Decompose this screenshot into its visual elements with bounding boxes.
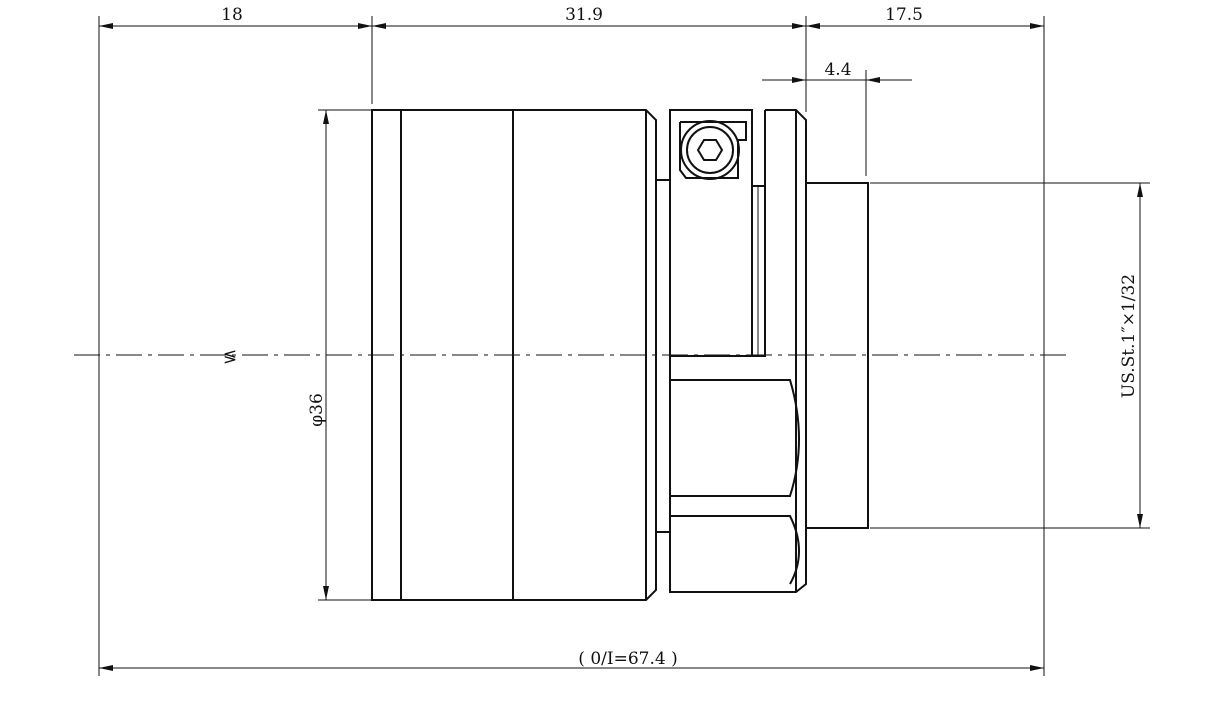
clamp-ring [669,109,807,593]
dim-flange-offset: 4.4 [824,60,851,80]
dim-overall-length: ( 0/I=67.4 ) [578,649,677,669]
dim-diameter: φ36 [307,393,327,427]
dim-middle-length: 31.9 [565,5,603,25]
lens-barrel [371,109,670,601]
dim-right-length: 17.5 [885,5,923,25]
dim-left-length: 18 [221,5,243,25]
extension-lines [98,16,1150,676]
break-symbol: ≶ [223,347,237,367]
socket-screw-icon [680,120,740,180]
mount-flange [751,109,807,592]
dim-thread: US.St.1″×1/32 [1119,274,1139,398]
thread-mount [805,182,869,529]
